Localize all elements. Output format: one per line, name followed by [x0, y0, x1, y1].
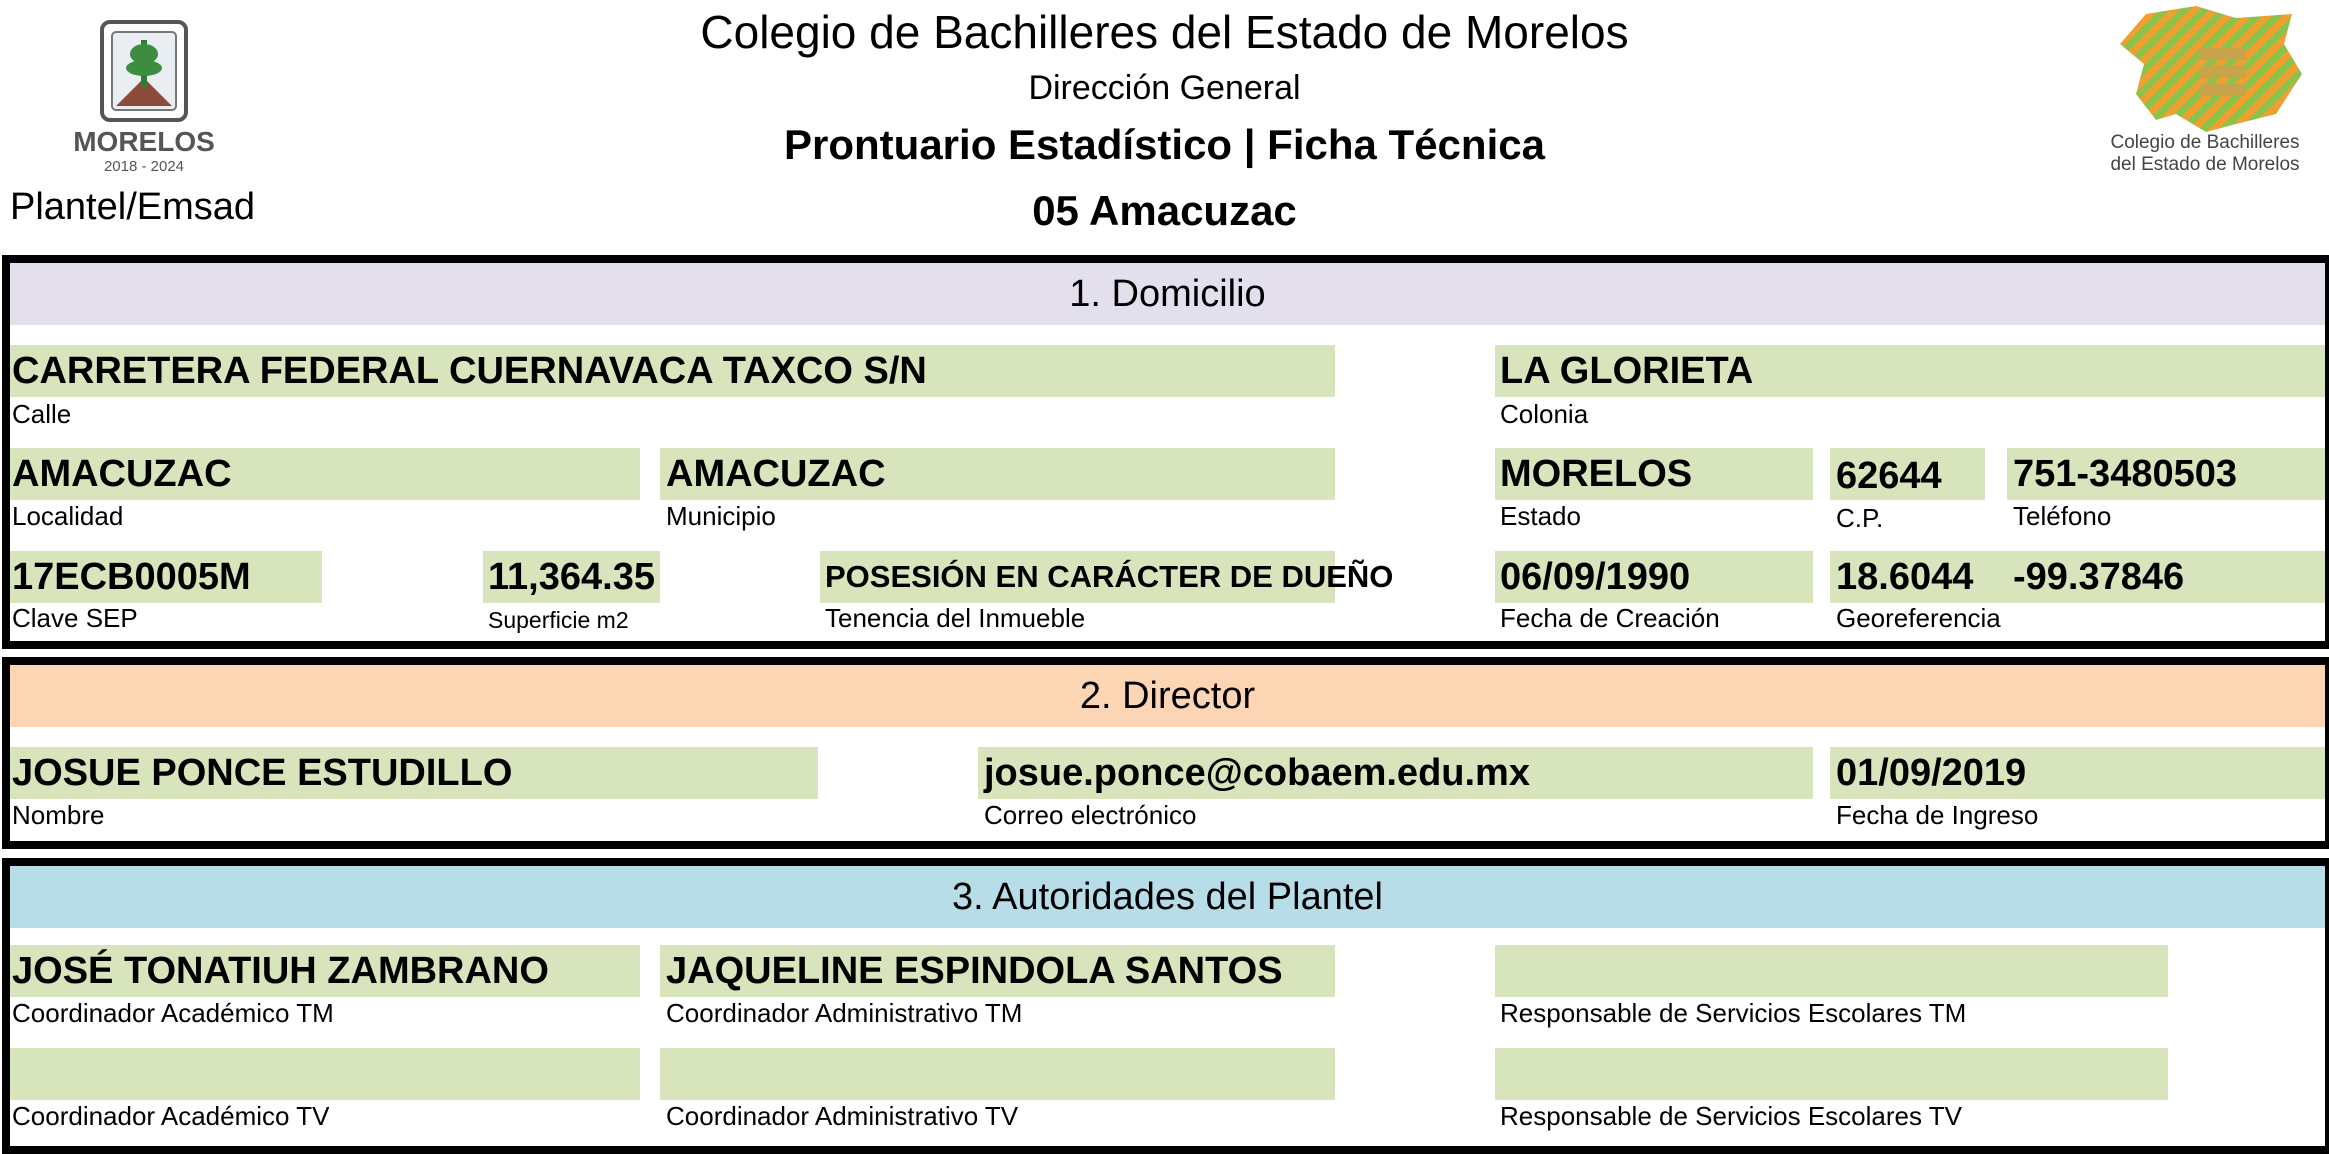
cp-value: 62644 — [1836, 455, 1942, 497]
report-title: Prontuario Estadístico | Ficha Técnica — [784, 121, 1545, 168]
coord-admin-tm-value: JAQUELINE ESPINDOLA SANTOS — [666, 950, 1283, 992]
localidad-label: Localidad — [12, 501, 124, 531]
morelos-logo-years: 2018 - 2024 — [103, 158, 185, 175]
coord-admin-tv-field — [660, 1048, 1335, 1100]
coord-acad-tm-label: Coordinador Académico TM — [12, 998, 334, 1028]
coord-acad-tv-label: Coordinador Académico TV — [12, 1101, 330, 1131]
calle-value: CARRETERA FEDERAL CUERNAVACA TAXCO S/N — [12, 350, 927, 392]
morelos-logo-text: MORELOS — [73, 126, 215, 157]
cobaem-logo-line2: del Estado de Morelos — [2110, 154, 2300, 175]
fecha-creacion-field — [1495, 551, 1813, 603]
localidad-value: AMACUZAC — [12, 453, 232, 495]
cobaem-logo-text: Colegio de Bachilleres del Estado de Mor… — [2080, 132, 2329, 176]
colonia-label: Colonia — [1500, 399, 1589, 429]
clave-sep-label: Clave SEP — [12, 603, 138, 633]
municipio-value: AMACUZAC — [666, 453, 886, 495]
superficie-field — [483, 551, 660, 603]
georef-field — [1830, 551, 2325, 603]
resp-esc-tv-field — [1495, 1048, 2168, 1100]
estado-value: MORELOS — [1500, 453, 1693, 495]
autoridades-header: 3. Autoridades del Plantel — [10, 866, 2325, 928]
cobaem-logo-line1: Colegio de Bachilleres — [2110, 132, 2300, 153]
telefono-field — [2007, 448, 2325, 500]
coord-acad-tm-value: JOSÉ TONATIUH ZAMBRANO — [12, 950, 549, 992]
resp-esc-tm-label: Responsable de Servicios Escolares TM — [1500, 998, 1967, 1028]
director-correo-label: Correo electrónico — [984, 800, 1197, 830]
director-header: 2. Director — [10, 665, 2325, 727]
calle-label: Calle — [12, 399, 72, 429]
fecha-creacion-label: Fecha de Creación — [1500, 603, 1720, 633]
director-correo-value: josue.ponce@cobaem.edu.mx — [984, 752, 1530, 794]
cobaem-logo-icon — [2116, 4, 2306, 180]
direction-subtitle: Dirección General — [1028, 69, 1301, 107]
morelos-seal-icon: MORELOS 2018 - 2024 — [64, 18, 224, 178]
colonia-field — [1495, 345, 2325, 397]
tenencia-field — [820, 551, 1335, 603]
clave-sep-field — [10, 551, 322, 603]
coord-admin-tv-label: Coordinador Administrativo TV — [666, 1101, 1019, 1131]
coord-admin-tm-field — [660, 945, 1335, 997]
cp-field — [1830, 448, 1985, 500]
domicilio-section: 1. Domicilio CARRETERA FEDERAL CUERNAVAC… — [2, 255, 2329, 649]
resp-esc-tm-field — [1495, 945, 2168, 997]
superficie-value: 11,364.35 — [488, 556, 655, 598]
director-nombre-value: JOSUE PONCE ESTUDILLO — [12, 752, 513, 794]
coord-acad-tv-field — [10, 1048, 640, 1100]
georef-label: Georeferencia — [1836, 603, 2001, 633]
georef-lat-value: 18.6044 — [1836, 556, 1974, 598]
director-nombre-label: Nombre — [12, 800, 105, 830]
superficie-label: Superficie m2 — [488, 607, 629, 633]
director-section: 2. Director JOSUE PONCE ESTUDILLO Nombre… — [2, 657, 2329, 849]
calle-field — [10, 345, 1335, 397]
localidad-field — [10, 448, 640, 500]
coord-admin-tm-label: Coordinador Administrativo TM — [666, 998, 1023, 1028]
telefono-value: 751-3480503 — [2013, 453, 2237, 495]
resp-esc-tv-label: Responsable de Servicios Escolares TV — [1500, 1101, 1962, 1131]
tenencia-value: POSESIÓN EN CARÁCTER DE DUEÑO — [825, 559, 1394, 594]
colonia-value: LA GLORIETA — [1500, 350, 1754, 392]
plantel-label: Plantel/Emsad — [10, 186, 256, 228]
municipio-field — [660, 448, 1335, 500]
georef-lon-value: -99.37846 — [2013, 556, 2185, 598]
cp-label: C.P. — [1836, 503, 1884, 533]
autoridades-section: 3. Autoridades del Plantel JOSÉ TONATIUH… — [2, 858, 2329, 1154]
institution-title: Colegio de Bachilleres del Estado de Mor… — [700, 6, 1629, 58]
coord-acad-tm-field — [10, 945, 640, 997]
tenencia-label: Tenencia del Inmueble — [825, 603, 1086, 633]
clave-sep-value: 17ECB0005M — [12, 556, 251, 598]
director-ingreso-value: 01/09/2019 — [1836, 752, 2027, 794]
director-correo-field — [978, 747, 1813, 799]
fecha-creacion-value: 06/09/1990 — [1500, 556, 1691, 598]
domicilio-header: 1. Domicilio — [10, 263, 2325, 325]
municipio-label: Municipio — [666, 501, 776, 531]
telefono-label: Teléfono — [2013, 501, 2112, 531]
estado-label: Estado — [1500, 501, 1581, 531]
director-ingreso-field — [1830, 747, 2325, 799]
director-nombre-field — [10, 747, 818, 799]
estado-field — [1495, 448, 1813, 500]
director-ingreso-label: Fecha de Ingreso — [1836, 800, 2039, 830]
plantel-name: 05 Amacuzac — [1032, 187, 1297, 234]
